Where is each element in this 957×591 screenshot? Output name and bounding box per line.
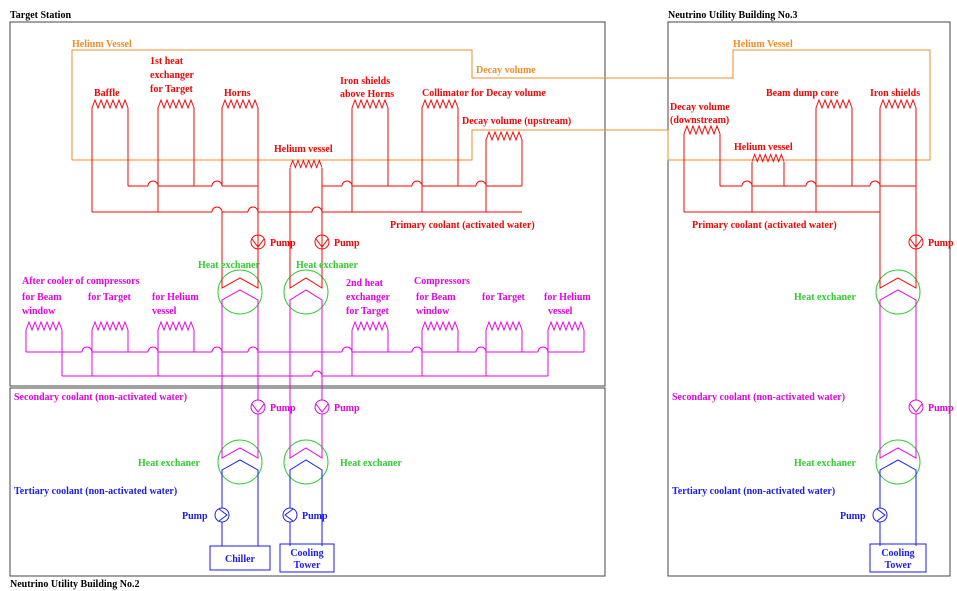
- pump-label: Pump: [334, 238, 360, 249]
- helium-vessel-right-label: Helium Vessel: [733, 39, 793, 50]
- heat-exchanger-icon: [875, 439, 921, 488]
- helium-vessel-right-small-label: Helium vessel: [734, 142, 793, 153]
- horns-label: Horns: [224, 88, 251, 99]
- for-target-label: for Target: [482, 292, 526, 303]
- hx1-label-1: 1st heat: [150, 56, 184, 67]
- secondary-loop-right: [879, 318, 917, 440]
- pump-icon: [314, 234, 330, 250]
- primary-loop-left: [91, 99, 523, 270]
- vessel-label: vessel: [152, 306, 177, 317]
- pump-label: Pump: [270, 403, 296, 414]
- beam-dump-label: Beam dump core: [766, 88, 839, 99]
- primary-coolant-left-label: Primary coolant (activated water): [390, 220, 535, 231]
- heat-exchanger-label: Heat exchaner: [794, 458, 856, 469]
- primary-loop-right: [683, 99, 917, 270]
- pump-label: Pump: [840, 511, 866, 522]
- nu3-frame: [667, 21, 951, 577]
- for-helium-label: for Helium: [152, 292, 199, 303]
- after-cooler-label: After cooler of compressors: [22, 276, 140, 287]
- pump-icon: [908, 399, 924, 415]
- iron-shields-right-label: Iron shields: [870, 88, 920, 99]
- pump-label: Pump: [928, 403, 954, 414]
- compressors-label: Compressors: [414, 276, 470, 287]
- pump-icon: [872, 507, 888, 523]
- frames: [9, 21, 951, 577]
- heat-exchanger-label: Heat exchaner: [340, 458, 402, 469]
- cooling-tower-left-box: Cooling Tower: [279, 543, 335, 573]
- pump-icon: [250, 234, 266, 250]
- nu3-title: Neutrino Utility Building No.3: [668, 10, 797, 21]
- heat-exchanger-icon: [283, 439, 329, 488]
- for-target-label: for Target: [88, 292, 132, 303]
- iron-shields-label-1: Iron shields: [340, 76, 390, 87]
- pump-label: Pump: [302, 511, 328, 522]
- pump-icon: [314, 399, 330, 415]
- baffle-label: Baffle: [94, 88, 120, 99]
- helium-vessel-left-label: Helium Vessel: [72, 39, 132, 50]
- cooling-label: Cooling: [290, 548, 323, 559]
- decay-upstream-label: Decay volume (upstream): [462, 116, 571, 127]
- hx2-label-1: 2nd heat: [346, 278, 384, 289]
- pump-icon: [250, 399, 266, 415]
- for-helium-label: for Helium: [544, 292, 591, 303]
- pump-label: Pump: [182, 511, 208, 522]
- pump-label: Pump: [270, 238, 296, 249]
- cooling-tower-right-box: Cooling Tower: [869, 543, 927, 573]
- heat-exchanger-label: Heat exchaner: [794, 292, 856, 303]
- heat-exchanger-icon: [217, 439, 263, 488]
- secondary-loop-left: [25, 318, 585, 440]
- tertiary-coolant-right-label: Tertiary coolant (non-activated water): [672, 486, 835, 497]
- tower-label: Tower: [885, 560, 912, 571]
- nu2-frame: [9, 387, 606, 577]
- tower-label: Tower: [294, 560, 321, 571]
- pump-label: Pump: [928, 238, 954, 249]
- tertiary-loop-right: [879, 488, 917, 546]
- for-beam-label: for Beam: [416, 292, 456, 303]
- for-beam-label: for Beam: [22, 292, 62, 303]
- target-station-title: Target Station: [10, 10, 71, 21]
- cooling-label: Cooling: [881, 548, 914, 559]
- heat-exchanger-icon: [217, 269, 263, 318]
- chiller-box: Chiller: [209, 545, 271, 571]
- heat-exchanger-icon: [283, 269, 329, 318]
- heat-exchanger-label: Heat exchaner: [296, 260, 358, 271]
- primary-coolant-right-label: Primary coolant (activated water): [692, 220, 837, 231]
- window-label: window: [22, 306, 56, 317]
- helium-vessel-small-label: Helium vessel: [274, 144, 333, 155]
- heat-exchanger-label: Heat exchaner: [138, 458, 200, 469]
- pump-icon: [214, 507, 230, 523]
- nu2-title: Neutrino Utility Building No.2: [10, 579, 139, 590]
- heat-exchanger-label: Heat exchaner: [198, 260, 260, 271]
- target-station-frame: [9, 21, 606, 387]
- iron-shields-label-2: above Horns: [340, 89, 394, 100]
- helium-vessel-outline: [71, 49, 931, 161]
- decay-down-label-2: (downstream): [670, 115, 729, 126]
- pump-icon: [282, 507, 298, 523]
- window-label: window: [416, 306, 450, 317]
- decay-volume-label: Decay volume: [476, 65, 536, 76]
- hx2-label-3: for Target: [346, 306, 390, 317]
- collimator-label: Collimator for Decay volume: [422, 88, 546, 99]
- hx1-label-2: exchanger: [150, 70, 194, 81]
- vessel-label: vessel: [548, 306, 573, 317]
- hx2-label-2: exchanger: [346, 292, 390, 303]
- tertiary-coolant-left-label: Tertiary coolant (non-activated water): [14, 486, 177, 497]
- chiller-label: Chiller: [225, 554, 256, 565]
- hx1-label-3: for Target: [150, 84, 194, 95]
- decay-down-label-1: Decay volume: [670, 102, 730, 113]
- heat-exchanger-icon: [875, 269, 921, 318]
- pump-label: Pump: [334, 403, 360, 414]
- secondary-coolant-right-label: Secondary coolant (non-activated water): [672, 392, 845, 403]
- secondary-coolant-left-label: Secondary coolant (non-activated water): [14, 392, 187, 403]
- tertiary-loop-left: [221, 488, 323, 546]
- pump-icon: [908, 234, 924, 250]
